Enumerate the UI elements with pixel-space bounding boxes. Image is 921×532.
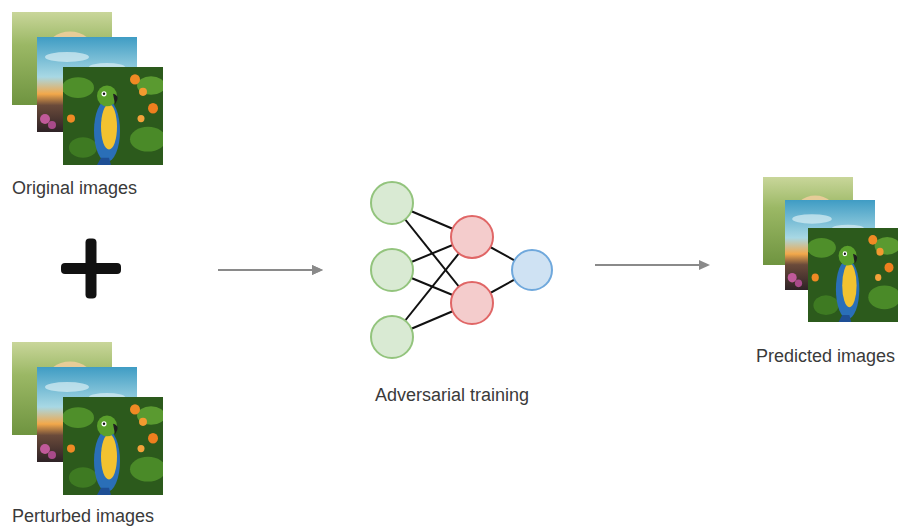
neural-network [371,182,552,358]
caption: Adversarial training [375,384,529,406]
flow-arrow [218,265,323,275]
image-stack [12,342,166,495]
image-group: Perturbed images [8,270,218,528]
caption: Perturbed images [12,505,154,527]
flow-arrow [595,260,710,270]
caption: Original images [12,177,137,199]
image-group: Adversarial training [323,175,595,415]
image-stack [763,177,901,322]
image-group: Original images [8,8,218,270]
image-group: Predicted images [710,170,919,374]
flow-arrow [218,265,323,275]
plus-sign [61,239,121,299]
image-stack [12,12,166,165]
caption: Predicted images [756,345,895,367]
